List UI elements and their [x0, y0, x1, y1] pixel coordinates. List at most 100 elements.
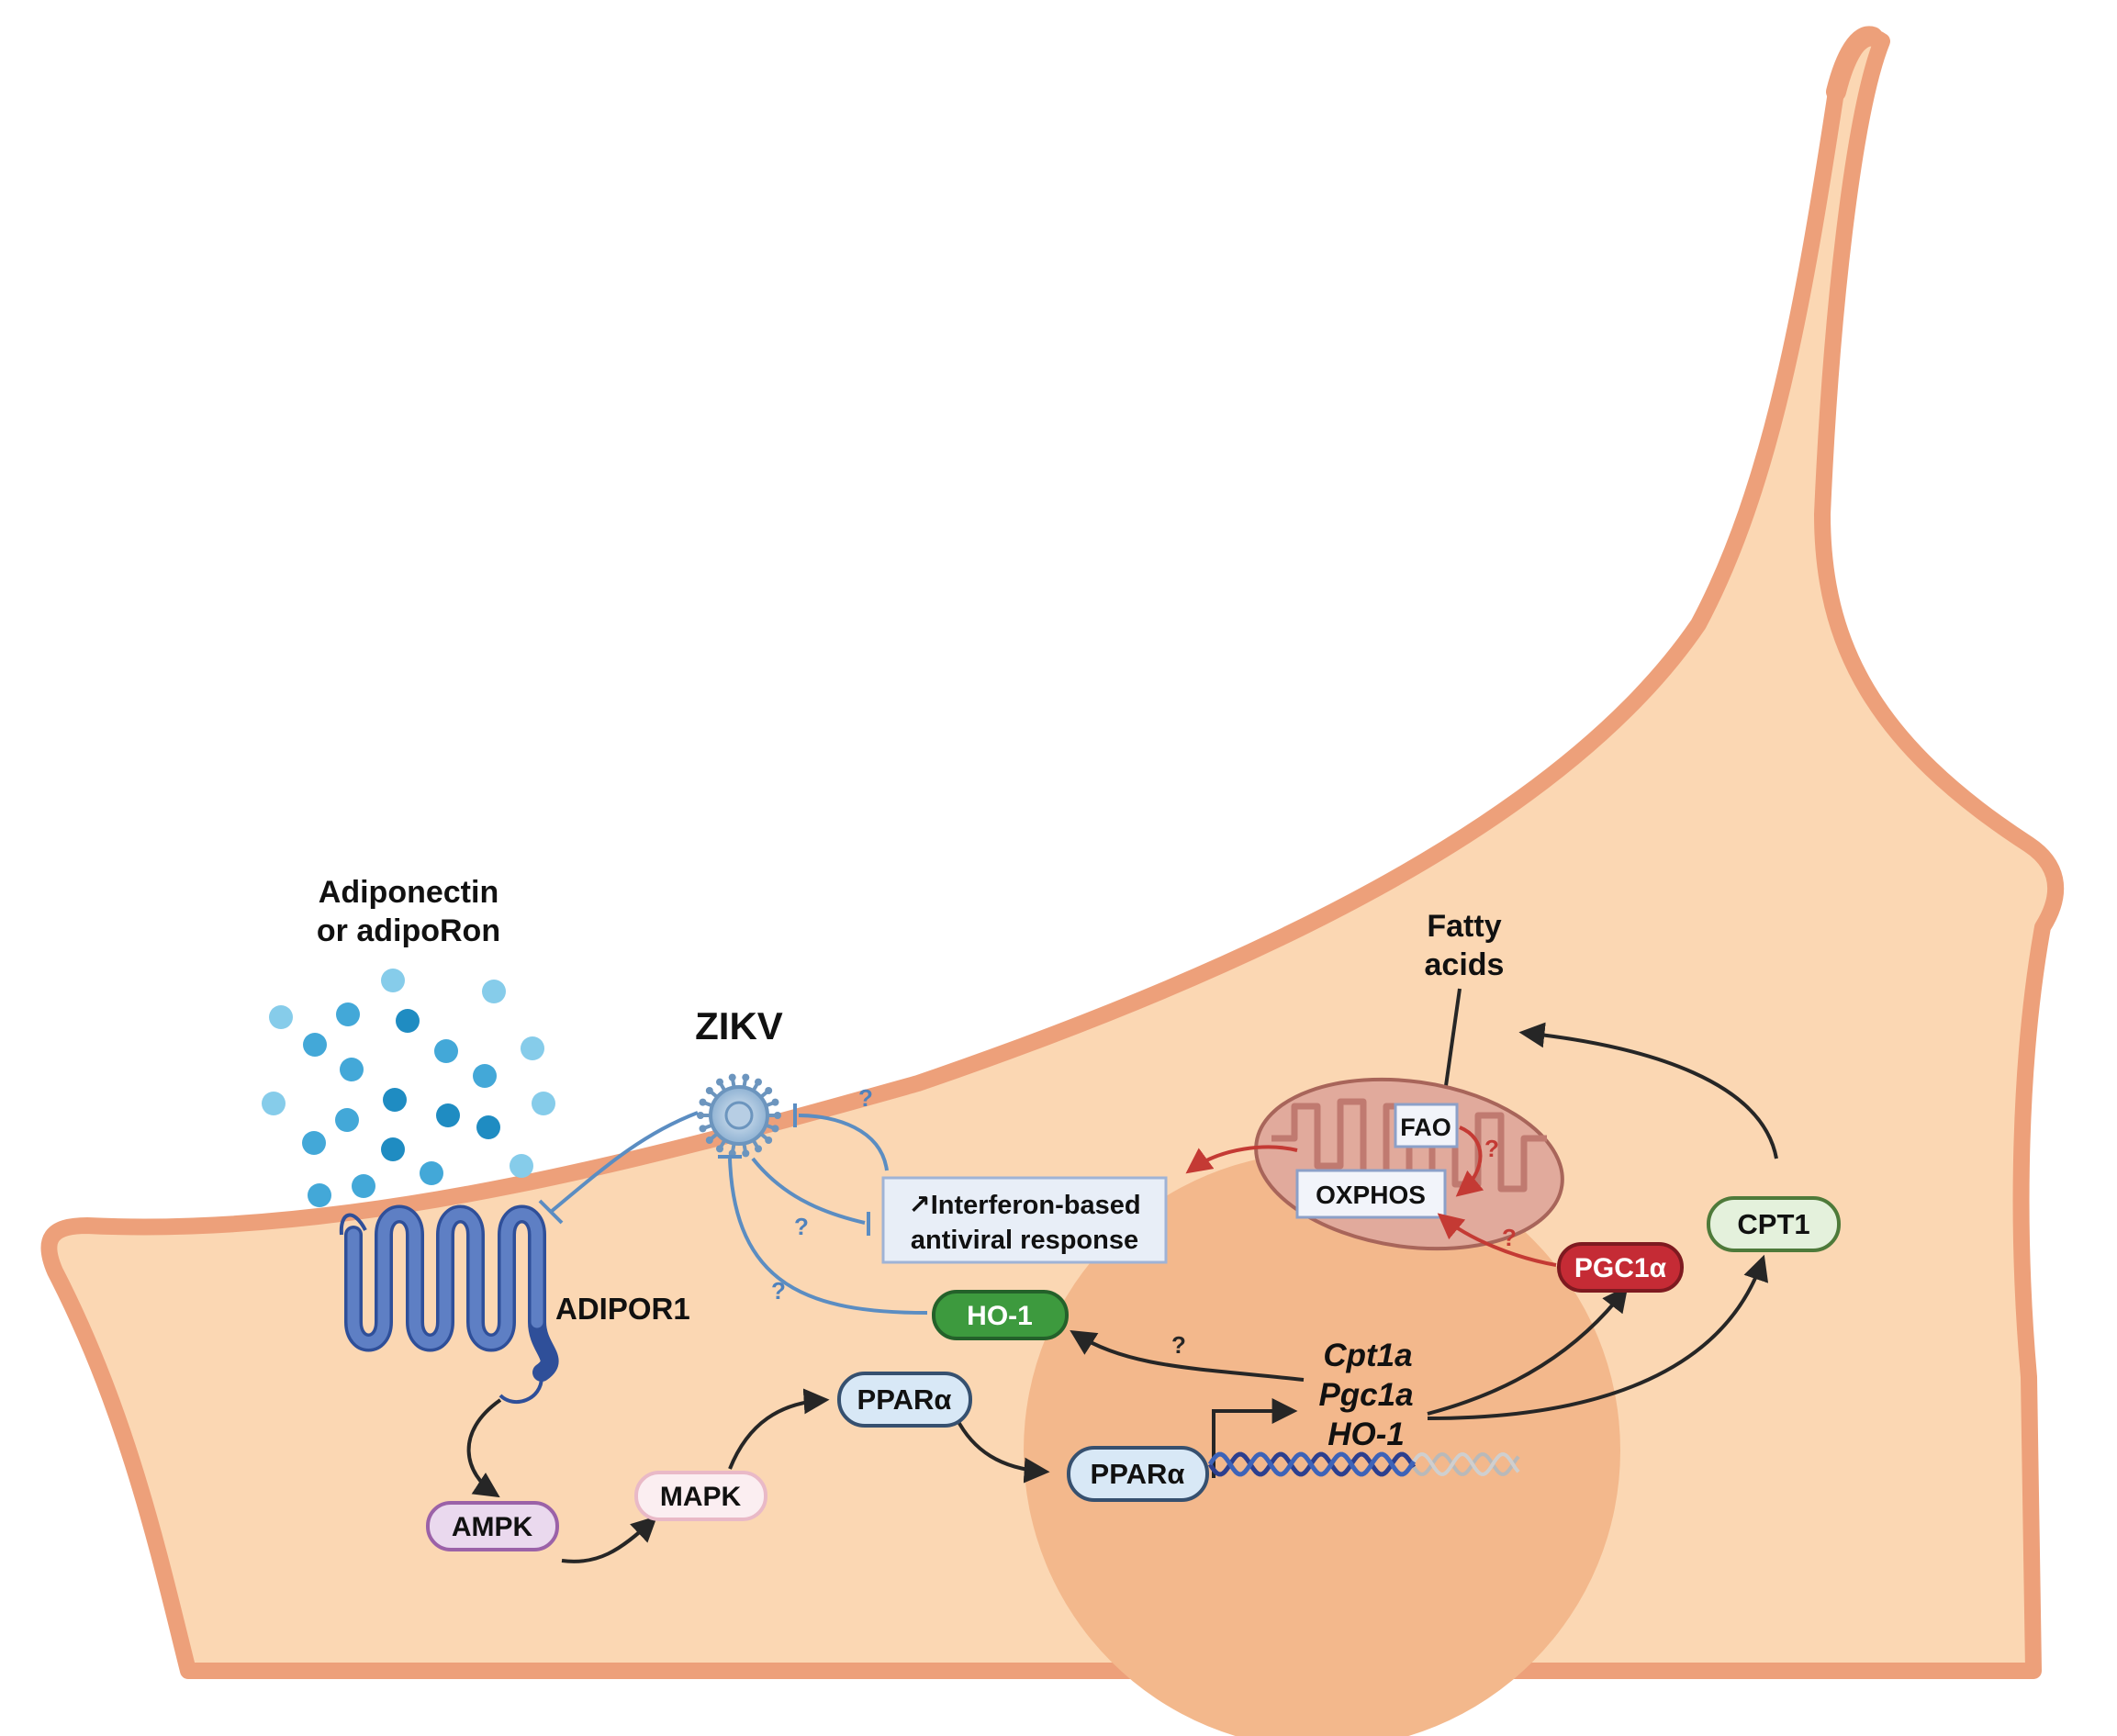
- nucleus: [1024, 1152, 1620, 1736]
- gene-pgc1a: Pgc1a: [1318, 1377, 1413, 1413]
- ligand-particle: [532, 1092, 555, 1115]
- zikv-inhibits-interferon: [751, 1157, 866, 1225]
- cell-body: [40, 29, 2065, 1679]
- ligand-particles: [262, 969, 555, 1207]
- adipor1-label: ADIPOR1: [555, 1292, 690, 1326]
- virion-spike-tip: [716, 1145, 723, 1153]
- cell-protrusion-tip: [1826, 26, 1883, 102]
- virion-spike-tip: [742, 1073, 750, 1081]
- ho1-node: HO-1: [932, 1290, 1069, 1340]
- virion-spike-tip: [705, 1136, 713, 1144]
- ligand-particle: [381, 969, 405, 992]
- adipor1-to-ampk-arrow: [466, 1398, 502, 1498]
- interferon-label-line1: ↗Interferon-based: [908, 1191, 1140, 1220]
- ppara-cytoplasm-label: PPARα: [857, 1383, 952, 1416]
- fatty-acids-label-line2: acids: [1425, 947, 1505, 982]
- cpt1-label: CPT1: [1737, 1208, 1809, 1240]
- activation-arrows: [466, 988, 1778, 1563]
- ligand-label-line1: Adiponectin: [319, 875, 498, 910]
- interferon-up-arrow: ↗: [908, 1191, 930, 1220]
- dna-double-helix: [1207, 1451, 1520, 1477]
- pgc1a-node: PGC1α: [1557, 1242, 1684, 1293]
- gene-cpt1a: Cpt1a: [1323, 1338, 1412, 1373]
- virion-spike-tip: [771, 1125, 779, 1133]
- ligand-particle: [476, 1115, 500, 1139]
- zikv-inhibits-adipor1: [549, 1111, 699, 1214]
- ppara-nucleus-label: PPARα: [1091, 1458, 1185, 1490]
- virion-spike-tip: [697, 1112, 704, 1119]
- ligand-particle: [510, 1154, 533, 1178]
- ho1-inhibits-zikv: [728, 1158, 928, 1315]
- ampk-to-mapk-arrow: [561, 1516, 658, 1563]
- ppara-nucleus-node: PPARα: [1067, 1446, 1209, 1502]
- question-mark-fao-oxphos: ?: [1484, 1135, 1499, 1162]
- dna-strand: [1207, 1451, 1417, 1477]
- gene-ho1: HO-1: [1327, 1417, 1405, 1452]
- virion-spike-tip: [699, 1098, 707, 1106]
- virion-spike-tip: [716, 1078, 723, 1086]
- fao-label: FAO: [1400, 1114, 1451, 1141]
- oxphos-to-interferon-arrow: [1185, 1145, 1298, 1174]
- ampk-node: AMPK: [426, 1501, 559, 1551]
- interferon-inhibits-zikv: [798, 1114, 889, 1171]
- unknown-marks: ? ? ? ? ? ?: [771, 1084, 1517, 1359]
- virion-spike-tip: [728, 1073, 736, 1081]
- zikv-virion-icon: [697, 1073, 781, 1158]
- ligand-particle: [262, 1092, 286, 1115]
- cell: [40, 26, 2065, 1736]
- fatty-acids-label-line1: Fatty: [1427, 909, 1501, 944]
- virion-spike-tip: [742, 1149, 750, 1158]
- adipor1-receptor: [339, 1204, 559, 1405]
- ligand-particle: [420, 1161, 443, 1185]
- question-mark-ho1-zikv: ?: [771, 1277, 786, 1305]
- mitochondrial-effect-arrows: [1185, 1126, 1557, 1267]
- oxphos-box: [1295, 1169, 1447, 1219]
- inhibition-links: [538, 1103, 928, 1315]
- fao-to-oxphos-arrow: [1455, 1126, 1484, 1197]
- ligand-particle: [335, 1108, 359, 1132]
- virion-spike-tip: [705, 1087, 713, 1095]
- ppara-cytoplasm-node: PPARα: [837, 1372, 972, 1428]
- ligand-particle: [381, 1137, 405, 1161]
- interferon-line1-text: Interferon-based: [931, 1191, 1141, 1220]
- ligand-particle: [482, 980, 506, 1003]
- virion-spike-tip: [771, 1098, 779, 1106]
- ligand-particle: [303, 1033, 327, 1057]
- virion-spike-tip: [765, 1136, 773, 1144]
- interferon-label-line2: antiviral response: [911, 1226, 1138, 1255]
- ligand-particle: [302, 1131, 326, 1155]
- pgc1a-label: PGC1α: [1574, 1253, 1667, 1283]
- ligand-particle: [473, 1064, 497, 1088]
- ppara-translocation-arrow: [955, 1417, 1050, 1484]
- cpt1-to-fatty-acids-arrow: [1518, 1022, 1778, 1159]
- question-mark-ifn-zikv: ?: [794, 1213, 809, 1240]
- ligand-particle: [269, 1005, 293, 1029]
- ligand-particle: [308, 1183, 331, 1207]
- question-mark-pgc-oxphos: ?: [1502, 1224, 1517, 1251]
- virion-core: [724, 1101, 754, 1130]
- virion-spike-tip: [765, 1087, 773, 1095]
- ligand-particle: [434, 1039, 458, 1063]
- interferon-response-box: ↗Interferon-based antiviral response: [881, 1176, 1168, 1264]
- ligand-particle: [383, 1088, 407, 1112]
- virion-spike-tip: [755, 1145, 762, 1153]
- dna-strand-distal: [1412, 1452, 1520, 1476]
- ligand-particle: [336, 1002, 360, 1026]
- mapk-to-ppara-arrow: [728, 1388, 830, 1470]
- ligand-particle: [340, 1058, 364, 1081]
- ligand-particle: [436, 1103, 460, 1127]
- ligand-particle: [396, 1009, 420, 1033]
- genes-to-ho1-arrow: [1070, 1330, 1305, 1382]
- genes-to-pgc1a-arrow: [1427, 1285, 1629, 1416]
- ligand-particle: [521, 1036, 544, 1060]
- pgc1a-to-oxphos-arrow: [1437, 1213, 1557, 1267]
- mapk-node: MAPK: [634, 1471, 767, 1521]
- mitochondrion: FAO OXPHOS: [1254, 1077, 1564, 1251]
- mapk-label: MAPK: [660, 1482, 742, 1512]
- ligand-particle: [352, 1174, 375, 1198]
- cpt1-node: CPT1: [1707, 1196, 1841, 1252]
- zikv-label: ZIKV: [695, 1004, 783, 1047]
- virion-spike-tip: [774, 1112, 781, 1119]
- ampk-label: AMPK: [452, 1512, 533, 1542]
